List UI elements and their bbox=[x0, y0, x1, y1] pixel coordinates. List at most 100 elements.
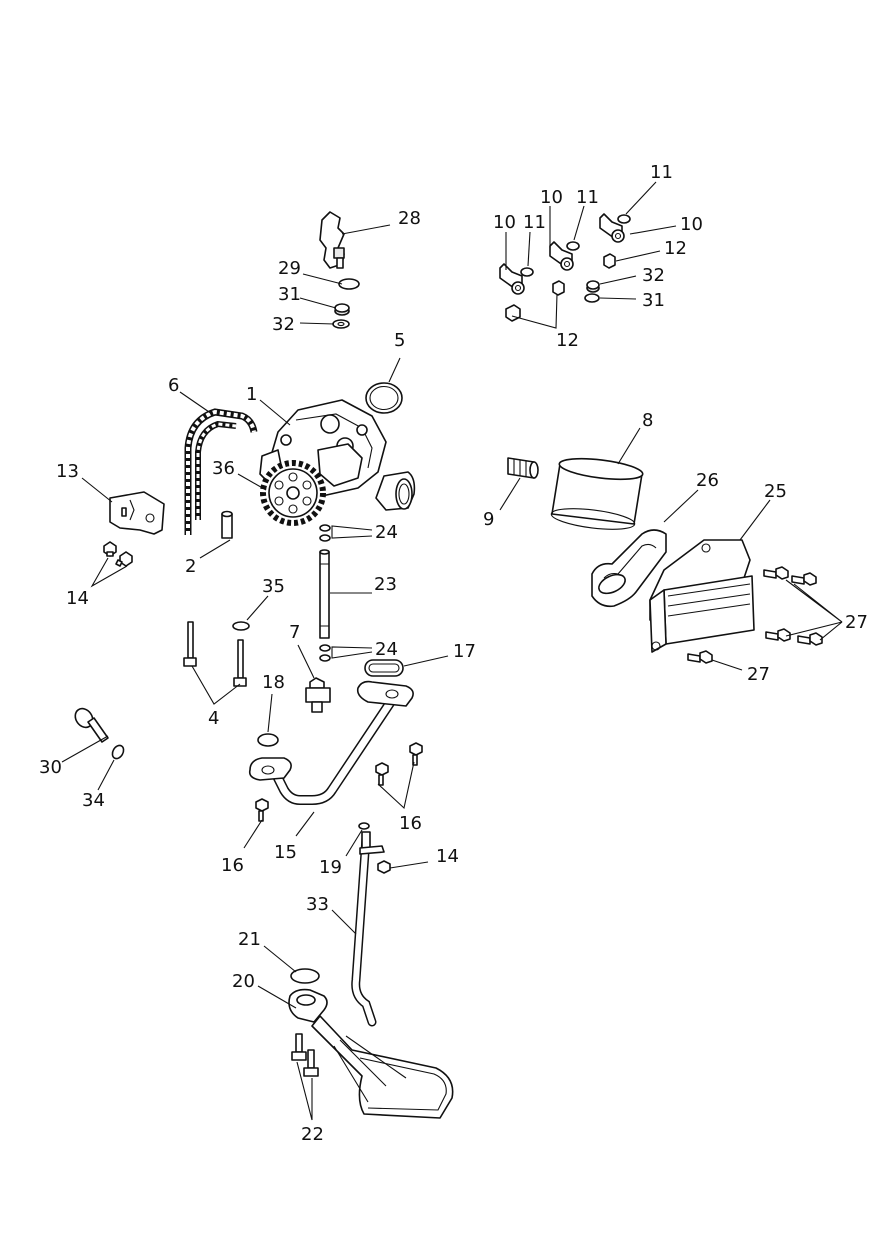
bolt-14c bbox=[377, 860, 391, 874]
callout-19: 19 bbox=[319, 857, 342, 878]
washer-32-right bbox=[586, 280, 600, 293]
bolt-16a bbox=[409, 742, 423, 766]
drive-chain-6 bbox=[184, 408, 258, 535]
oil-strainer-20 bbox=[288, 988, 454, 1119]
bolt-14a bbox=[103, 541, 117, 557]
piston-jet-left bbox=[499, 263, 525, 295]
callout-21: 21 bbox=[238, 929, 261, 950]
bolt-14b bbox=[115, 551, 133, 567]
callout-15: 15 bbox=[274, 842, 297, 863]
o-ring-11a bbox=[520, 267, 534, 277]
callout-12-b: 12 bbox=[556, 330, 579, 351]
bolt-27a bbox=[763, 566, 789, 580]
callout-9: 9 bbox=[483, 509, 494, 530]
o-ring-24-bot-b bbox=[319, 654, 331, 662]
o-ring-29 bbox=[338, 278, 360, 290]
callout-16-right: 16 bbox=[399, 813, 422, 834]
washer-32 bbox=[332, 319, 350, 329]
callout-31-left: 31 bbox=[278, 284, 301, 305]
o-ring-24-top-b bbox=[319, 534, 331, 542]
washer-31 bbox=[334, 303, 350, 316]
o-ring-34 bbox=[111, 744, 125, 760]
callout-22: 22 bbox=[301, 1124, 324, 1145]
o-ring-5 bbox=[365, 382, 403, 414]
callout-32-left: 32 bbox=[272, 314, 295, 335]
chain-guide-bracket-13 bbox=[109, 491, 165, 535]
relief-valve-7 bbox=[305, 677, 331, 713]
callout-1: 1 bbox=[246, 384, 257, 405]
oil-cooler-25 bbox=[649, 539, 755, 653]
callout-6: 6 bbox=[168, 375, 179, 396]
callout-27-bottom: 27 bbox=[747, 664, 770, 685]
callout-11-a: 11 bbox=[523, 212, 546, 233]
callout-10-b: 10 bbox=[540, 187, 563, 208]
callout-11-c: 11 bbox=[650, 162, 673, 183]
jet-bolt-12b bbox=[552, 280, 565, 296]
bolt-27d bbox=[797, 632, 823, 646]
callout-26: 26 bbox=[696, 470, 719, 491]
jet-bolt-12c bbox=[603, 253, 616, 269]
callout-28: 28 bbox=[398, 208, 421, 229]
callout-20: 20 bbox=[232, 971, 255, 992]
callout-13: 13 bbox=[56, 461, 79, 482]
callout-17: 17 bbox=[453, 641, 476, 662]
gasket-17 bbox=[364, 659, 404, 677]
leader-lines bbox=[61, 181, 843, 1121]
oil-pressure-switch bbox=[319, 211, 345, 269]
bolt-4b bbox=[233, 639, 247, 687]
callout-12-a: 12 bbox=[664, 238, 687, 259]
callout-29: 29 bbox=[278, 258, 301, 279]
callout-14-b: 14 bbox=[436, 846, 459, 867]
filter-adapter-9 bbox=[507, 457, 539, 479]
callout-24-bot: 24 bbox=[375, 639, 398, 660]
o-ring-19 bbox=[358, 822, 370, 830]
bolt-27c bbox=[765, 628, 791, 642]
bolt-27e bbox=[687, 650, 713, 664]
bolt-4a bbox=[183, 621, 197, 667]
callout-23: 23 bbox=[374, 574, 397, 595]
washer-31-right bbox=[584, 293, 600, 303]
callout-24-top: 24 bbox=[375, 522, 398, 543]
callout-31-right: 31 bbox=[642, 290, 665, 311]
callout-25: 25 bbox=[764, 481, 787, 502]
callout-27-right: 27 bbox=[845, 612, 868, 633]
oil-pipe-15 bbox=[248, 680, 414, 805]
callout-35: 35 bbox=[262, 576, 285, 597]
callout-14-a: 14 bbox=[66, 588, 89, 609]
bolt-22a bbox=[291, 1033, 307, 1061]
callout-8: 8 bbox=[642, 410, 653, 431]
dowel-2 bbox=[221, 510, 233, 539]
piston-jet-mid bbox=[549, 241, 574, 271]
o-ring-11c bbox=[617, 214, 631, 224]
callout-33: 33 bbox=[306, 894, 329, 915]
o-ring-21 bbox=[290, 968, 320, 984]
callout-10-c: 10 bbox=[680, 214, 703, 235]
callout-36: 36 bbox=[212, 458, 235, 479]
jet-bolt-12a bbox=[505, 304, 521, 322]
seal-35 bbox=[232, 621, 250, 631]
callout-7: 7 bbox=[289, 622, 300, 643]
oil-pipe-23 bbox=[319, 549, 330, 639]
piston-jet-right bbox=[599, 213, 625, 243]
bolt-27b bbox=[791, 572, 817, 586]
oil-filter-8 bbox=[550, 457, 644, 530]
o-ring-24-top-a bbox=[319, 524, 331, 532]
callout-18: 18 bbox=[262, 672, 285, 693]
callout-10-a: 10 bbox=[493, 212, 516, 233]
callout-34: 34 bbox=[82, 790, 105, 811]
cooler-gasket-26 bbox=[591, 529, 667, 608]
callout-5: 5 bbox=[394, 330, 405, 351]
dipstick-30 bbox=[74, 707, 109, 743]
o-ring-11b bbox=[566, 241, 580, 251]
callout-labels: 28 29 31 32 10 11 10 11 11 10 12 32 31 1… bbox=[39, 162, 868, 1145]
bolt-16b bbox=[375, 762, 389, 786]
o-ring-24-bot-a bbox=[319, 644, 331, 652]
callout-32-right: 32 bbox=[642, 265, 665, 286]
callout-2: 2 bbox=[185, 556, 196, 577]
bolt-22b bbox=[303, 1049, 319, 1077]
o-ring-18 bbox=[257, 733, 279, 747]
callout-16-left: 16 bbox=[221, 855, 244, 876]
dipstick-tube-33 bbox=[351, 831, 385, 1027]
sprocket-36 bbox=[260, 460, 326, 526]
